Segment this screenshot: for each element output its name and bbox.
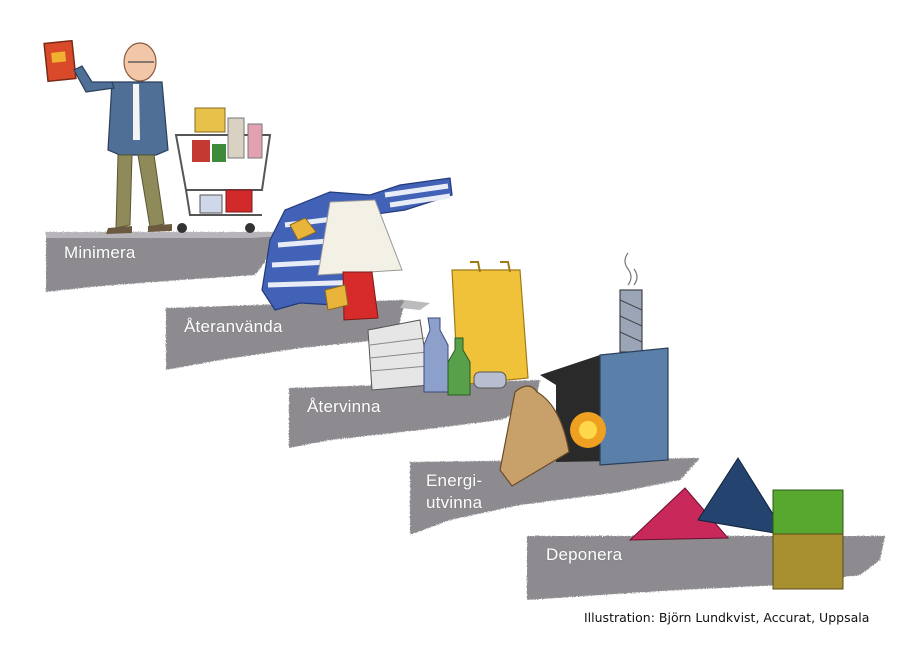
furnace-stove-icon <box>499 252 669 487</box>
shopper-with-cart-icon <box>43 39 272 234</box>
recycling-bottles-papers-icon <box>367 261 529 396</box>
clothes-and-lamp-icon <box>261 177 453 321</box>
landfill-piles-icon <box>628 457 844 590</box>
step-atervinna <box>289 380 540 448</box>
step-label-minimera: Minimera <box>64 243 136 262</box>
step-label-atervinna: Återvinna <box>307 397 381 416</box>
step-minimera <box>46 232 286 292</box>
step-energiutvinna <box>410 458 700 535</box>
step-label-ateranvanda: Återanvända <box>184 317 283 336</box>
step-label-utvinna: utvinna <box>426 493 483 512</box>
illustration-credit: Illustration: Björn Lundkvist, Accurat, … <box>584 610 870 625</box>
step-label-energi: Energi- <box>426 471 483 490</box>
step-label-deponera: Deponera <box>546 545 623 564</box>
